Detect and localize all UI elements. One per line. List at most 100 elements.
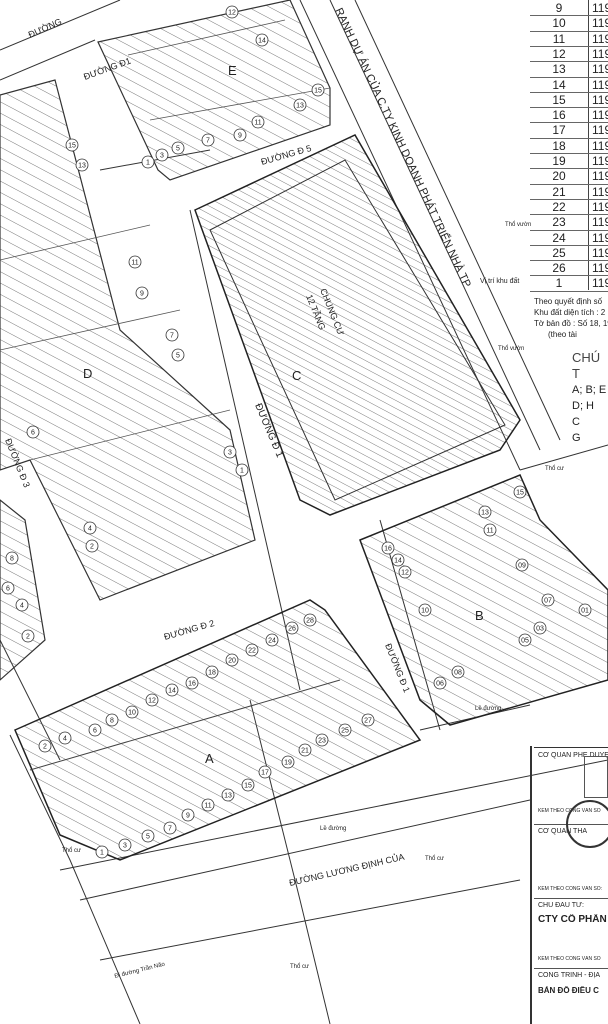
- lot-marker: 14: [165, 683, 179, 697]
- lot-number: 14: [258, 38, 266, 45]
- lot-marker-circle: [125, 705, 139, 719]
- legend-item: A; B; E: [572, 384, 607, 396]
- lot-number: 13: [78, 163, 86, 170]
- lot-marker-circle: [205, 665, 219, 679]
- lot-marker: 9: [181, 808, 195, 822]
- legend-item: G: [572, 432, 581, 444]
- lot-marker-circle: [338, 723, 352, 737]
- lot-marker-circle: [171, 348, 185, 362]
- lot-number: 3: [123, 843, 127, 850]
- area-cell: 119: [592, 77, 608, 92]
- lot-marker-circle: [88, 723, 102, 737]
- lot-number: 4: [20, 603, 24, 610]
- lot-number: 22: [248, 648, 256, 655]
- lot-number: 27: [364, 718, 372, 725]
- lot-number-cell: 20: [552, 169, 566, 184]
- lot-marker-circle: [223, 445, 237, 459]
- lot-number: 5: [146, 834, 150, 841]
- label-khu-vuc: Vị trí khu đất: [480, 276, 519, 285]
- lot-marker: 15: [65, 138, 79, 152]
- lot-marker-circle: [251, 115, 265, 129]
- area-cell: 119: [592, 184, 608, 199]
- lot-marker-circle: [483, 523, 497, 537]
- lot-marker-circle: [26, 425, 40, 439]
- lot-marker-circle: [21, 629, 35, 643]
- lot-marker: 13: [221, 788, 235, 802]
- lot-number: 01: [581, 608, 589, 615]
- lot-number: 03: [536, 626, 544, 633]
- lot-number: 1: [240, 468, 244, 475]
- lot-number: 9: [186, 813, 190, 820]
- lot-marker: 15: [241, 778, 255, 792]
- lot-marker: 19: [281, 755, 295, 769]
- lot-marker: 7: [163, 821, 177, 835]
- lot-marker-circle: [265, 633, 279, 647]
- lot-marker: 6: [26, 425, 40, 439]
- label-tho-vuon-2: Thổ vườn: [505, 221, 531, 228]
- lot-number: 09: [518, 563, 526, 570]
- lot-marker: 15: [311, 83, 325, 97]
- title-block-rule: [534, 898, 608, 899]
- lot-number-cell: 12: [552, 46, 566, 61]
- label-tho-cu-2: Thổ cư: [425, 855, 444, 862]
- lot-number: 12: [401, 570, 409, 577]
- label-tho-cu-1: Thổ cư: [62, 847, 81, 854]
- lot-marker-circle: [165, 328, 179, 342]
- lot-marker-circle: [83, 521, 97, 535]
- lot-marker-circle: [233, 128, 247, 142]
- lot-marker-circle: [513, 485, 527, 499]
- lot-marker-circle: [145, 693, 159, 707]
- block-a: [14, 599, 422, 861]
- lot-marker-circle: [518, 633, 532, 647]
- lot-number-cell: 24: [552, 230, 566, 245]
- lot-marker: 10: [418, 603, 432, 617]
- lot-marker: 26: [285, 621, 299, 635]
- lot-marker-circle: [285, 621, 299, 635]
- lot-marker-circle: [135, 286, 149, 300]
- area-cell: 119: [592, 62, 608, 77]
- area-cell: 119: [592, 123, 608, 138]
- lot-number: 13: [224, 793, 232, 800]
- lot-number-cell: 16: [552, 108, 566, 123]
- lot-marker-circle: [118, 838, 132, 852]
- lot-marker: 1: [141, 155, 155, 169]
- lot-marker-circle: [141, 829, 155, 843]
- lot-marker-circle: [181, 808, 195, 822]
- lot-marker: 10: [125, 705, 139, 719]
- note-line-2: Khu đất diện tích : 2: [534, 308, 606, 317]
- lot-marker-circle: [225, 653, 239, 667]
- lot-marker: 22: [245, 643, 259, 657]
- lot-marker-circle: [398, 565, 412, 579]
- lot-marker: 9: [135, 286, 149, 300]
- lot-number: 9: [238, 133, 242, 140]
- lot-marker-circle: [478, 505, 492, 519]
- area-cell: 119: [592, 261, 608, 276]
- lot-marker: 5: [141, 829, 155, 843]
- lot-marker-circle: [258, 765, 272, 779]
- lot-marker-circle: [298, 743, 312, 757]
- lot-marker: 11: [483, 523, 497, 537]
- lot-marker: 17: [258, 765, 272, 779]
- title-block-top-rule: [534, 746, 608, 748]
- legend: CHÚ T A; B; E D; H C G: [572, 350, 608, 446]
- lot-marker: 11: [251, 115, 265, 129]
- note-line-1: Theo quyết định số: [534, 297, 603, 306]
- lot-marker-circle: [155, 148, 169, 162]
- lot-marker: 06: [433, 676, 447, 690]
- lot-number-cell: 25: [552, 245, 566, 260]
- lot-marker-circle: [38, 739, 52, 753]
- lot-marker-circle: [95, 845, 109, 859]
- lot-marker: 25: [338, 723, 352, 737]
- lot-number: 15: [68, 143, 76, 150]
- legend-heading: CHÚ T: [572, 350, 601, 381]
- lot-marker-circle: [128, 255, 142, 269]
- lot-marker-circle: [65, 138, 79, 152]
- lot-number: 13: [481, 510, 489, 517]
